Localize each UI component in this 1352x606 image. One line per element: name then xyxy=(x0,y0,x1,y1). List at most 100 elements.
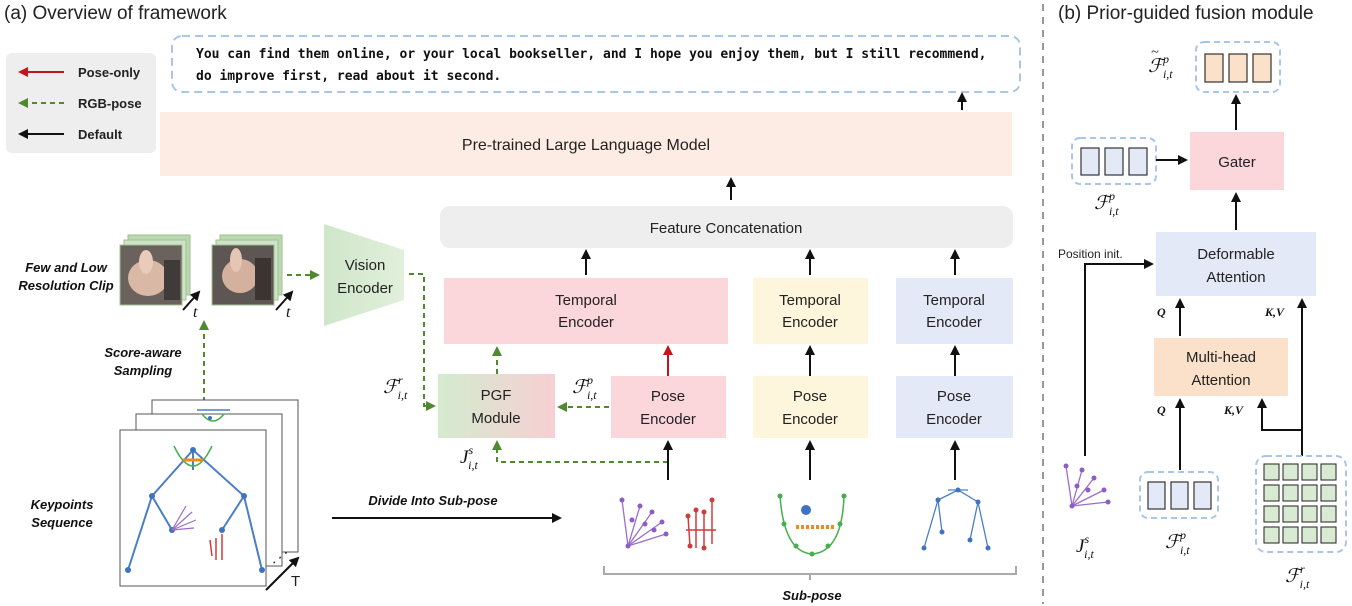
feature-concat-block xyxy=(440,206,1013,248)
subpose-upper-body xyxy=(921,487,991,551)
vision-encoder-label-1: Vision xyxy=(345,257,386,274)
position-init-label: Position init. xyxy=(1058,247,1123,261)
temporal-encoder-face xyxy=(896,278,1013,344)
kv-label-2: K,V xyxy=(1223,403,1244,417)
subpose-face-body xyxy=(777,493,847,557)
output-text-line-1: You can find them online, or your local … xyxy=(196,47,987,62)
legend-rgb-pose: RGB-pose xyxy=(78,96,142,111)
hand-keypoints-icon xyxy=(1063,463,1111,509)
pose-encoder-body-label-1: Pose xyxy=(793,388,827,405)
ellipsis-dots: ⋰ xyxy=(272,551,287,566)
clip-time-arrow-2 xyxy=(275,290,294,311)
rgb-feature-cell xyxy=(1282,463,1299,481)
vision-to-pgf-arrow xyxy=(409,273,436,411)
output-text-box: You can find them online, or your local … xyxy=(171,35,1021,93)
multi-head-attention-block xyxy=(1154,338,1288,396)
rgb-feature-cell xyxy=(1320,526,1337,544)
rgb-feature-cell xyxy=(1301,463,1318,481)
deformable-attention-block xyxy=(1156,232,1316,296)
divide-label: Divide Into Sub-pose xyxy=(368,493,497,508)
left-title: (a) Overview of framework xyxy=(4,3,227,24)
fr-to-mha-kv-arrow xyxy=(1257,398,1302,431)
output-feature-tokens xyxy=(1195,41,1281,93)
rgb-feature-cell xyxy=(1320,505,1337,523)
t-label-1: t xyxy=(193,304,198,321)
rgb-feature-cell xyxy=(1282,484,1299,502)
rgb-feature-cell xyxy=(1301,484,1318,502)
pgf-label-2: Module xyxy=(471,410,520,427)
pose-encoder-body-label-2: Encoder xyxy=(782,411,838,428)
feature-concat-label: Feature Concatenation xyxy=(650,220,803,237)
pgf-module-block xyxy=(438,374,555,438)
pgf-label-1: PGF xyxy=(481,387,512,404)
q-label-2: Q xyxy=(1157,403,1166,417)
score-label-1: Score-aware xyxy=(104,345,181,360)
keypoints-sequence-stack xyxy=(119,399,299,587)
pose-encoder-hand xyxy=(611,376,726,438)
legend-default: Default xyxy=(78,127,123,142)
rgb-feature-grid xyxy=(1255,455,1347,553)
subpose-to-pgf-arrow xyxy=(492,440,668,463)
rgb-feature-cell xyxy=(1263,484,1280,502)
gater-block xyxy=(1190,132,1284,190)
legend: Pose-only RGB-pose Default xyxy=(6,53,156,153)
mha-label-1: Multi-head xyxy=(1186,349,1256,366)
temporal-encoder-body xyxy=(753,278,868,344)
vision-encoder-label-2: Encoder xyxy=(337,280,393,297)
pose-encoder-face-label-1: Pose xyxy=(937,388,971,405)
temporal-encoder-main-label-1: Temporal xyxy=(555,292,617,309)
pose-encoder-hand-label-2: Encoder xyxy=(640,411,696,428)
right-title: (b) Prior-guided fusion module xyxy=(1058,3,1314,24)
output-text-line-2: do improve first, read about it second. xyxy=(196,69,501,84)
sequence-time-arrow xyxy=(265,556,300,591)
video-clip-stack-2 xyxy=(211,234,283,306)
clip-label-1: Few and Low xyxy=(25,260,108,275)
tilde-mark: ~ xyxy=(1151,45,1159,60)
temporal-encoder-face-label-2: Encoder xyxy=(926,314,982,331)
rgb-feature-cell xyxy=(1320,463,1337,481)
subpose-label: Sub-pose xyxy=(782,588,841,603)
keypoints-label-1: Keypoints xyxy=(31,497,94,512)
kv-label-1: K,V xyxy=(1264,305,1285,319)
T-label: T xyxy=(291,573,300,590)
pose-feature-tokens-top xyxy=(1071,137,1157,185)
rgb-feature-cell xyxy=(1301,526,1318,544)
rgb-feature-cell xyxy=(1282,526,1299,544)
position-init-arrow xyxy=(1084,259,1154,456)
pose-encoder-face xyxy=(896,376,1013,438)
temporal-encoder-main-label-2: Encoder xyxy=(558,314,614,331)
deformable-label-1: Deformable xyxy=(1197,246,1275,263)
temporal-encoder-body-label-2: Encoder xyxy=(782,314,838,331)
deformable-label-2: Attention xyxy=(1206,269,1265,286)
legend-pose-only: Pose-only xyxy=(78,65,141,80)
rgb-feature-cell xyxy=(1263,526,1280,544)
subpose-brace xyxy=(603,566,1017,580)
rgb-feature-cell xyxy=(1263,463,1280,481)
temporal-encoder-body-label-1: Temporal xyxy=(779,292,841,309)
keypoints-label-2: Sequence xyxy=(31,515,92,530)
q-label-1: Q xyxy=(1157,305,1166,319)
pose-feature-tokens-bottom xyxy=(1139,471,1219,519)
subpose-hands xyxy=(619,497,716,551)
clip-label-2: Resolution Clip xyxy=(18,278,113,293)
clip-time-arrow-1 xyxy=(182,290,201,311)
rgb-feature-cell xyxy=(1320,484,1337,502)
temporal-encoder-face-label-1: Temporal xyxy=(923,292,985,309)
rgb-feature-cell xyxy=(1263,505,1280,523)
video-clip-stack-1 xyxy=(119,234,191,306)
temporal-encoder-main xyxy=(444,278,728,344)
rgb-feature-cell xyxy=(1301,505,1318,523)
gater-label: Gater xyxy=(1218,154,1256,171)
t-label-2: t xyxy=(286,304,291,321)
llm-label: Pre-trained Large Language Model xyxy=(462,137,710,154)
llm-block xyxy=(160,112,1012,176)
mha-label-2: Attention xyxy=(1191,372,1250,389)
